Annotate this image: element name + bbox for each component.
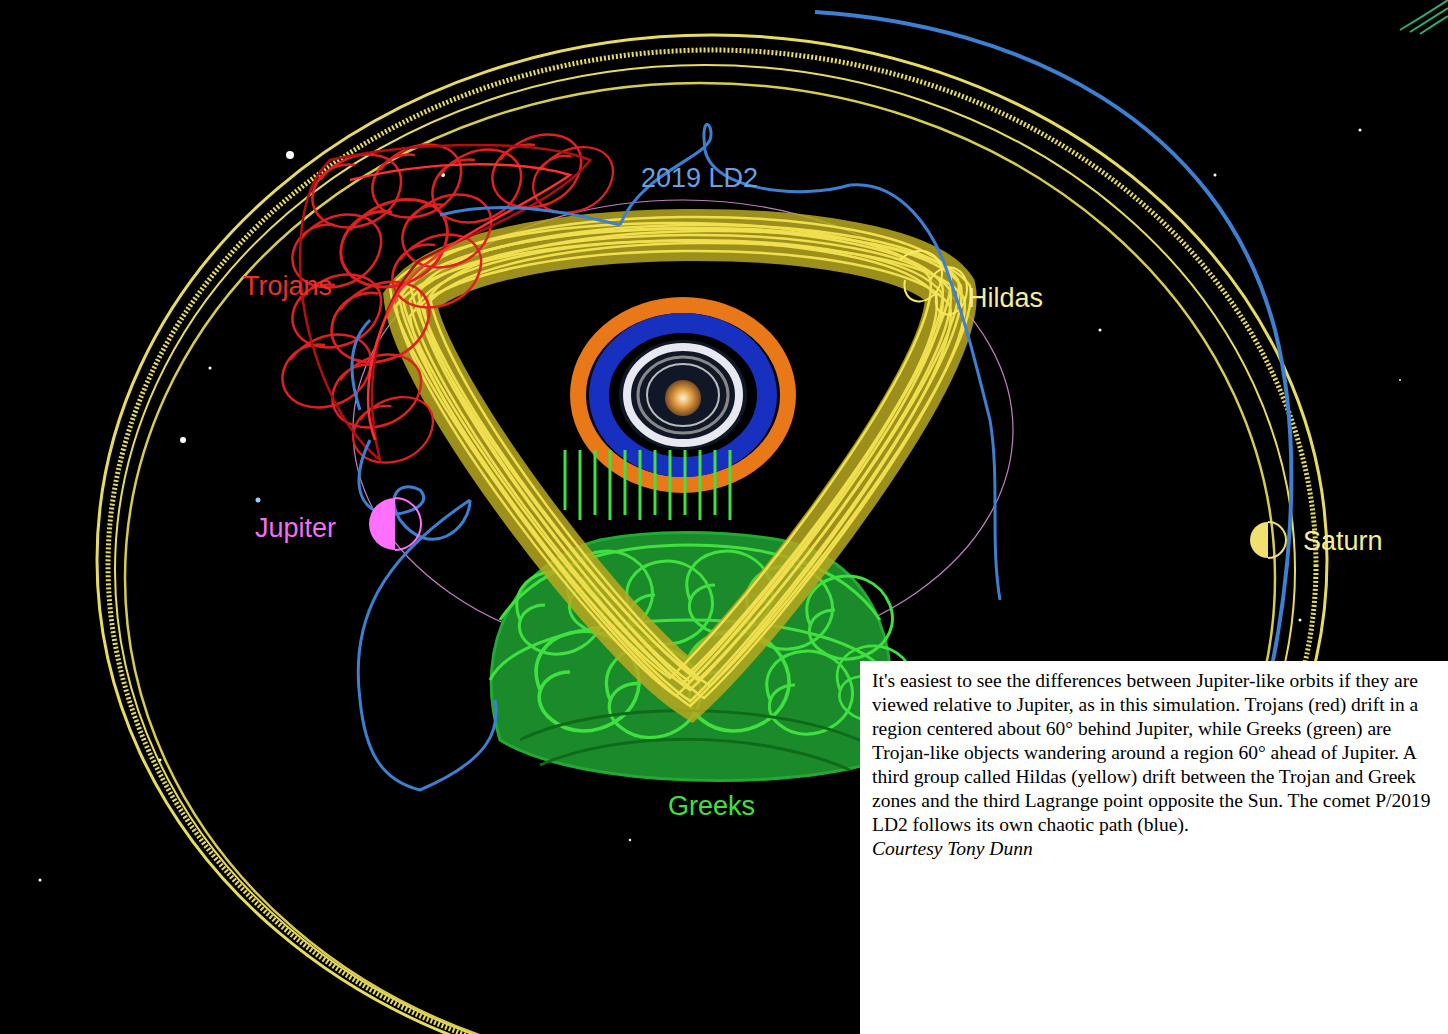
planet-label: Saturn <box>1303 526 1383 557</box>
comet-label: 2019 LD2 <box>641 163 758 194</box>
caption-panel: It's easiest to see the differences betw… <box>860 661 1448 1034</box>
planet-label: Jupiter <box>255 513 336 544</box>
credit-text: Courtesy Tony Dunn <box>872 837 1438 861</box>
group-label: Trojans <box>243 271 332 302</box>
caption-text: It's easiest to see the differences betw… <box>872 669 1438 837</box>
group-label: Hildas <box>968 283 1043 314</box>
group-label: Greeks <box>668 791 755 822</box>
